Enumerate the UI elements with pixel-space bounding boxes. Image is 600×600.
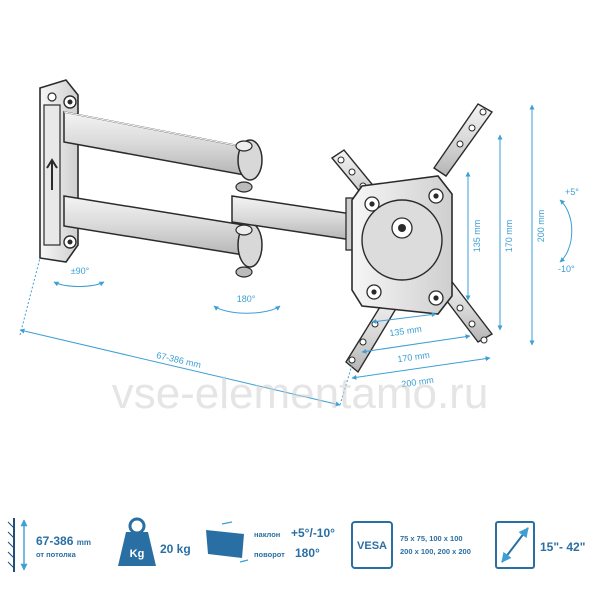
screen-size-value: 15"- 42" <box>540 540 586 554</box>
distance-value-group: 67-386 mm <box>36 534 91 548</box>
upper-arm <box>63 111 263 193</box>
watermark: vse-elementamo.ru <box>112 369 489 418</box>
distance-value: 67-386 <box>36 534 74 548</box>
vesa-head <box>330 103 494 374</box>
wall-plate <box>39 79 79 263</box>
weight-icon-label: Kg <box>130 548 145 560</box>
vesa-vertical-170: 170 mm <box>504 220 514 253</box>
swivel-value: 180° <box>295 546 320 560</box>
weight-icon <box>118 517 156 566</box>
vesa-icon <box>351 521 393 569</box>
weight-value: 20 kg <box>160 542 191 556</box>
screen-tilt-icon <box>206 521 249 563</box>
vesa-line-1: 75 x 75, 100 x 100 <box>400 534 463 543</box>
lower-arm <box>63 195 263 278</box>
distance-unit: mm <box>76 538 91 547</box>
swivel-label: поворот <box>254 550 285 559</box>
distance-sub: от потолка <box>36 550 76 559</box>
vesa-line-2: 200 x 100, 200 x 200 <box>400 547 471 556</box>
tilt-down-label: -10° <box>558 264 575 274</box>
vesa-horizontal-170: 170 mm <box>397 350 431 364</box>
tilt-up-label: +5° <box>565 187 579 197</box>
vesa-horizontal-200: 200 mm <box>401 375 435 389</box>
vesa-horizontal-135: 135 mm <box>389 324 423 338</box>
vesa-vertical-200: 200 mm <box>536 210 546 243</box>
wall-swivel-label: ±90° <box>71 266 90 276</box>
arm-swivel-label: 180° <box>237 294 256 304</box>
tilt-label: наклон <box>254 530 281 539</box>
vesa-vertical-135: 135 mm <box>472 220 482 253</box>
screen-size-icon <box>495 521 535 569</box>
distance-icon <box>7 518 28 572</box>
vesa-label: VESA <box>357 540 387 552</box>
dimension-lines <box>19 104 573 407</box>
tilt-value: +5°/-10° <box>291 526 335 540</box>
